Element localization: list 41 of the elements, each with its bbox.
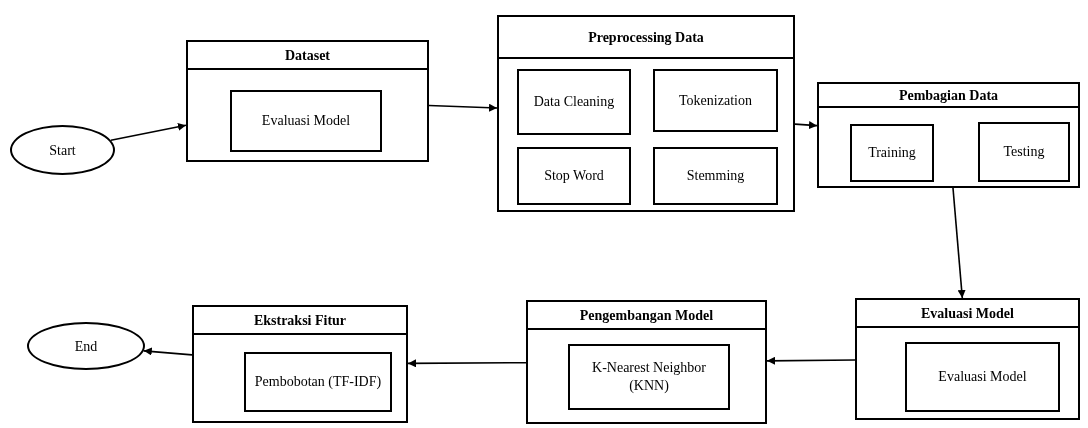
arrow — [407, 359, 527, 368]
process-box — [905, 342, 1060, 412]
stage-box — [192, 305, 408, 423]
process-label: Tokenization — [679, 91, 752, 110]
stage-title: Pembagian Data — [898, 86, 999, 105]
process-box — [653, 69, 778, 132]
arrow — [428, 103, 498, 112]
process-box — [568, 344, 730, 410]
stage-title: Preprocessing Data — [588, 28, 704, 47]
process-box — [850, 124, 934, 182]
process-label: Evaluasi Model — [261, 112, 351, 130]
arrow — [110, 122, 187, 142]
stage-box — [817, 82, 1080, 188]
process-label: Evaluasi Model — [938, 368, 1027, 386]
process-box — [978, 122, 1070, 182]
process-label: Pembobotan (TF-IDF) — [254, 373, 382, 391]
stage-box — [497, 15, 795, 212]
process-box — [517, 69, 631, 135]
process-label: Data Cleaning — [533, 93, 615, 111]
stage-box — [855, 298, 1080, 420]
stage-title: Pengembangan Model — [579, 306, 714, 325]
stage-title: Dataset — [284, 46, 331, 65]
terminal-label: End — [74, 337, 98, 356]
process-box — [230, 90, 382, 152]
stage-title: Evaluasi Model — [921, 304, 1014, 323]
process-label: Training — [868, 144, 916, 162]
terminal-label: Start — [49, 141, 76, 160]
process-box — [244, 352, 392, 412]
process-label: Stop Word — [544, 167, 604, 185]
stage-box — [526, 300, 767, 424]
process-label: K-Nearest Neighbor (KNN) — [591, 359, 707, 395]
stage-box — [186, 40, 429, 162]
process-box — [517, 147, 631, 205]
process-label: Testing — [1003, 143, 1045, 161]
arrow — [766, 356, 856, 365]
arrow — [794, 121, 818, 130]
arrow — [143, 347, 193, 356]
process-box — [653, 147, 778, 205]
process-label: Stemming — [686, 167, 745, 185]
stage-title: Ekstraksi Fitur — [253, 311, 347, 330]
arrow — [952, 187, 966, 299]
